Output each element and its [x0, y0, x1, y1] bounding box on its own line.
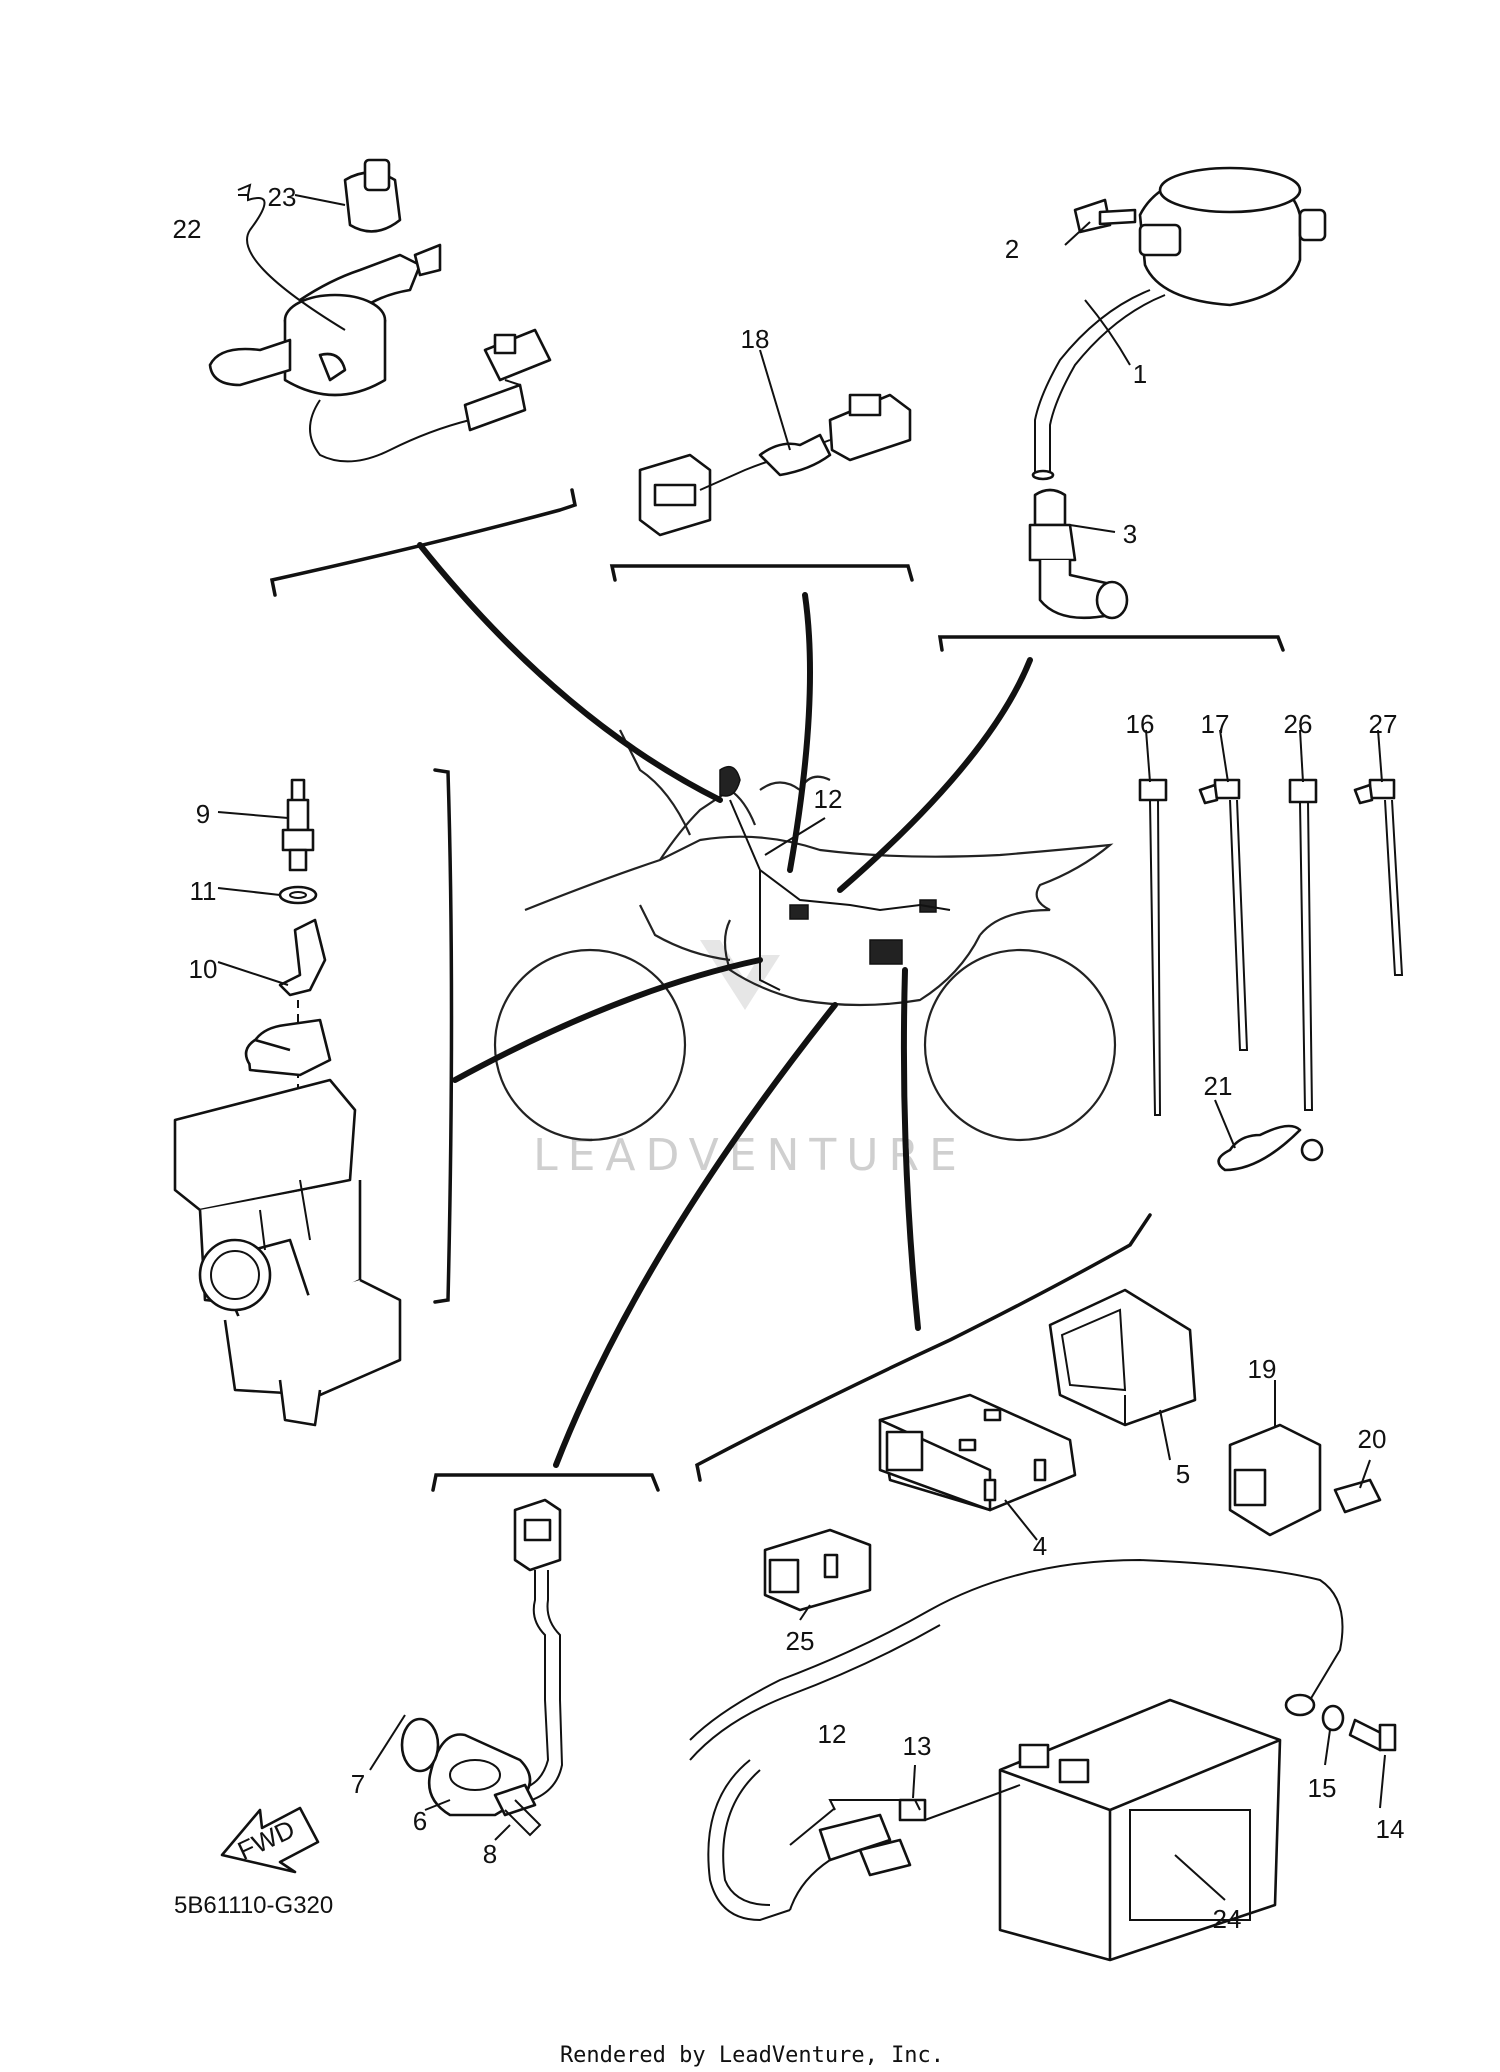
bracket-main-switch [269, 488, 578, 597]
fuse-holder-icon [763, 1528, 872, 1612]
clamp-icon [1217, 1124, 1324, 1172]
callout-9: 9 [196, 799, 210, 829]
carburetor-icon [173, 1000, 402, 1427]
spark-plug-icon [281, 778, 315, 872]
callout-10: 10 [189, 954, 218, 984]
bracket-wire-lead [609, 564, 914, 582]
callout-12-bike: 12 [814, 784, 843, 814]
callout-1: 1 [1133, 359, 1147, 389]
watermark-text: LEADVENTURE [533, 1130, 967, 1181]
gasket-icon [278, 918, 327, 997]
ignition-coil-icon [1031, 166, 1327, 481]
callout-20: 20 [1358, 1424, 1387, 1454]
callout-2: 2 [1005, 234, 1019, 264]
cable-tie-icon [1138, 778, 1404, 1116]
callout-17: 17 [1201, 709, 1230, 739]
callout-3: 3 [1123, 519, 1137, 549]
bracket-carburetor [433, 768, 454, 1304]
callout-26: 26 [1284, 709, 1313, 739]
link-electrical [900, 967, 921, 1331]
callout-7: 7 [351, 1769, 365, 1799]
callout-14: 14 [1376, 1814, 1405, 1844]
callout-13: 13 [903, 1731, 932, 1761]
bolt-washer-icon [1284, 1693, 1397, 1752]
callout-8: 8 [483, 1839, 497, 1869]
link-main-switch [417, 542, 723, 803]
callout-23: 23 [268, 182, 297, 212]
link-carburetor [452, 957, 763, 1083]
bracket-electrical [695, 1213, 1152, 1482]
link-wire-lead [787, 592, 813, 873]
callout-25: 25 [786, 1626, 815, 1656]
link-coil [837, 657, 1033, 893]
cdi-cover-icon [1048, 1288, 1197, 1427]
callout-19: 19 [1248, 1354, 1277, 1384]
relay-icon [1228, 1423, 1382, 1537]
callout-21: 21 [1204, 1071, 1233, 1101]
callout-15: 15 [1308, 1773, 1337, 1803]
callout-24: 24 [1213, 1904, 1242, 1934]
callout-11: 11 [190, 876, 217, 906]
callout-4: 4 [1033, 1531, 1047, 1561]
callout-labels: 1 2 3 4 5 6 7 8 9 10 11 12 12 13 14 15 1… [173, 182, 1405, 1934]
callout-6: 6 [413, 1806, 427, 1836]
wire-lead-icon [638, 393, 912, 537]
neutral-switch-icon [400, 1498, 564, 1837]
battery-lead-icon [689, 1558, 1344, 1922]
diagram-code: 5B61110-G320 [174, 1892, 333, 1919]
fwd-arrow-icon: FWD [220, 1806, 320, 1874]
battery-icon [998, 1698, 1282, 1962]
callout-16: 16 [1126, 709, 1155, 739]
render-credit: Rendered by LeadVenture, Inc. [560, 2043, 944, 2068]
callout-27: 27 [1369, 709, 1398, 739]
bracket-coil [937, 635, 1285, 652]
motorcycle-icon [493, 729, 1117, 1142]
leader-lines [217, 183, 1386, 1901]
main-switch-icon [208, 158, 552, 463]
bracket-neutral-switch [431, 1473, 660, 1492]
callout-12-lead: 12 [818, 1719, 847, 1749]
callout-18: 18 [741, 324, 770, 354]
callout-5: 5 [1176, 1459, 1190, 1489]
plug-cap-icon [1028, 488, 1129, 620]
cdi-unit-icon [878, 1393, 1077, 1512]
washer-icon [278, 885, 318, 905]
link-neutral-switch [553, 1002, 838, 1468]
callout-22: 22 [173, 214, 202, 244]
